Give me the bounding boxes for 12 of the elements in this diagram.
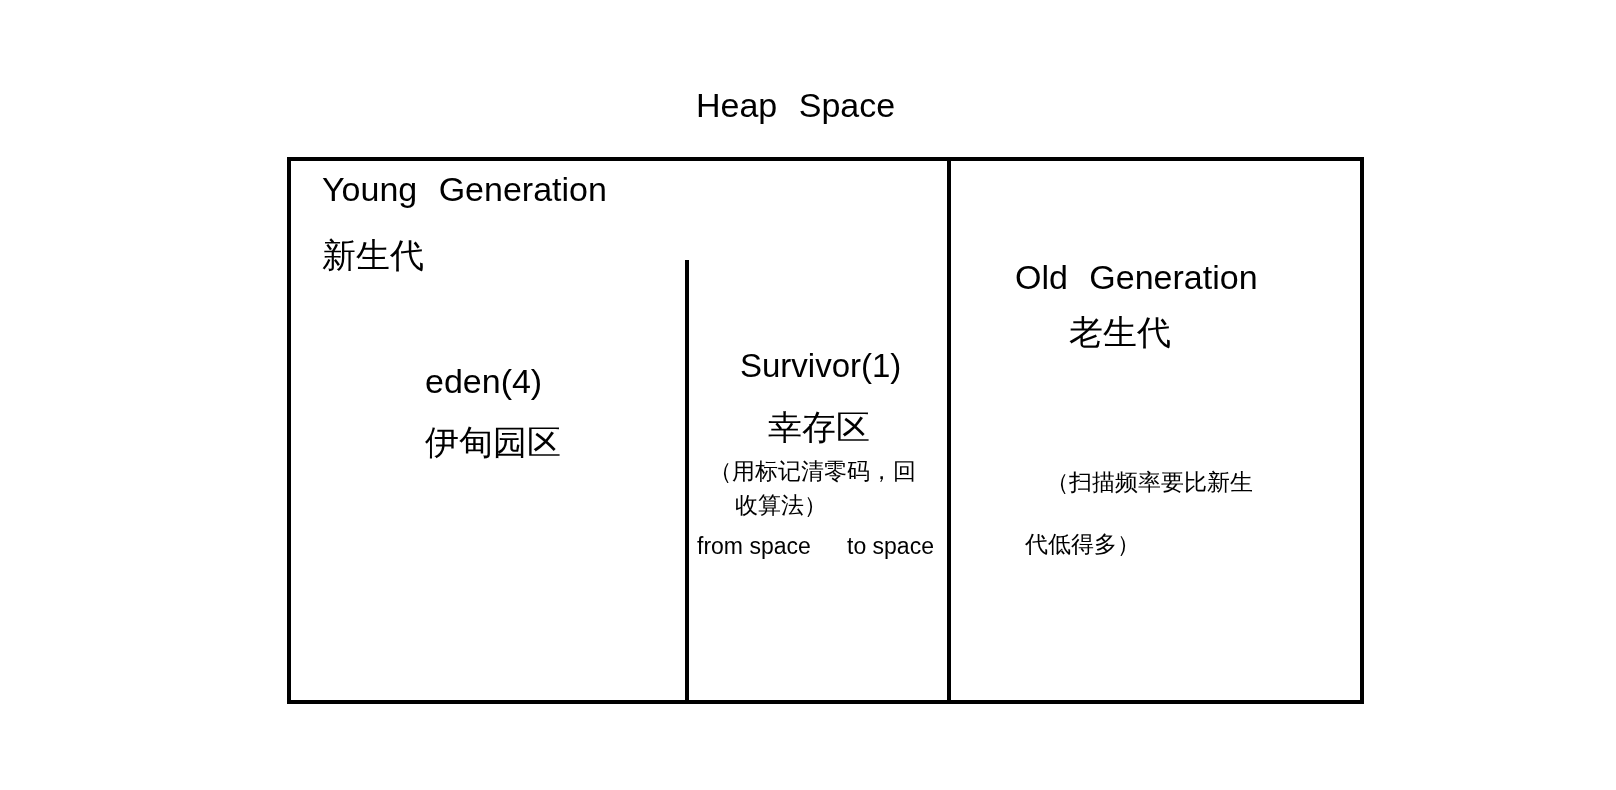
region-subtitle: 幸存区 xyxy=(768,407,870,448)
region-title: eden(4) xyxy=(425,361,543,402)
space-label: from space xyxy=(697,533,811,561)
space-label: to space xyxy=(847,533,934,561)
heap-title: Heap Space xyxy=(696,85,896,126)
region-title: Survivor(1) xyxy=(740,346,902,386)
region-subtitle: 伊甸园区 xyxy=(425,422,561,463)
note-text: （扫描频率要比新生代低得多） xyxy=(1025,468,1254,559)
region-title: Old Generation xyxy=(1015,257,1258,298)
region-subtitle: 老生代 xyxy=(1069,312,1171,353)
region-title: Young Generation xyxy=(322,169,607,210)
region-subtitle: 新生代 xyxy=(322,235,424,276)
